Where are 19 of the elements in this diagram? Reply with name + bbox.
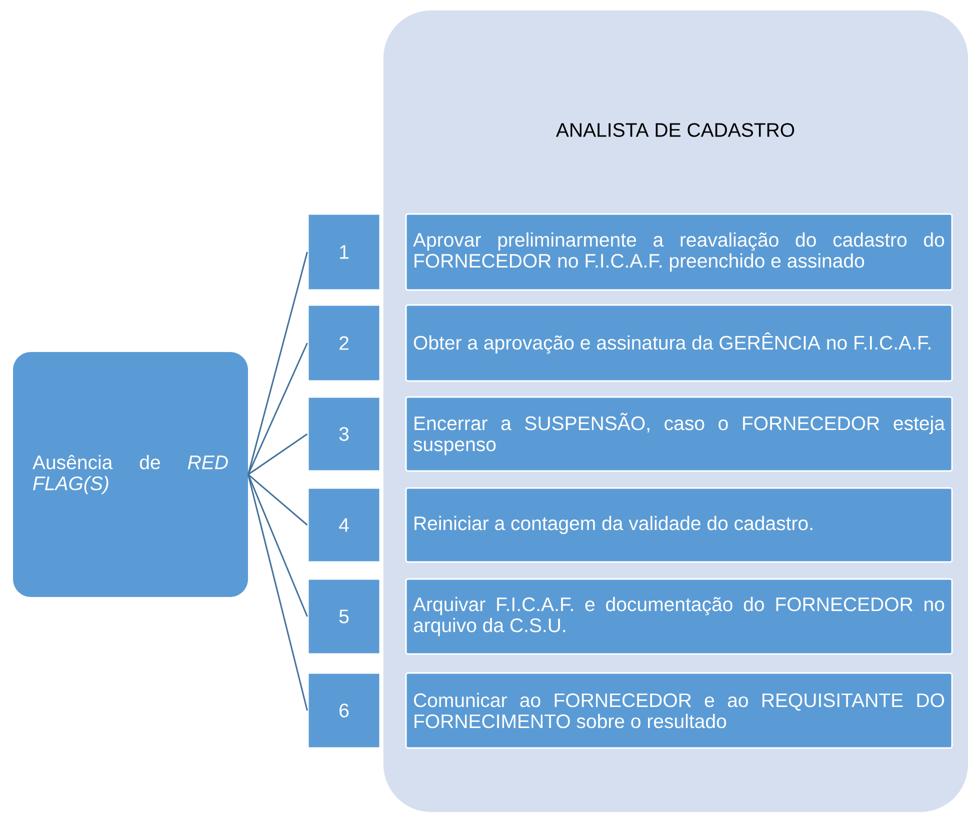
connector-line: [247, 252, 308, 475]
connector-line: [248, 474, 308, 526]
connector-line: [248, 433, 308, 476]
step-number-box: 3: [307, 396, 381, 472]
step-number-box: 2: [307, 304, 381, 382]
step-box: Encerrar a SUSPENSÃO, caso o FORNECEDOR esteja suspenso: [405, 396, 953, 472]
step-box: Reiniciar a contagem da validade do cadastro.: [405, 487, 953, 563]
step-number-box: 1: [307, 213, 381, 291]
step-box: Obter a aprovação e assinatura da GERÊNCIA no F.I.C.A.F.: [405, 304, 953, 382]
step-box: Aprovar preliminarmente a reavaliação do cadastro do FORNECEDOR no F.I.C.A.F. preenchido e assinado: [405, 213, 953, 291]
step-number-box: 5: [307, 578, 381, 655]
step-box: Comunicar ao FORNECEDOR e ao REQUISITANTE DO FORNECIMENTO sobre o resultado: [405, 672, 953, 749]
step-number-box: 4: [307, 487, 381, 563]
connector-line: [248, 474, 308, 617]
connector-line: [248, 342, 308, 475]
step-number-box: 6: [307, 672, 381, 749]
connector-line: [247, 474, 308, 711]
condition-box: Ausência de RED FLAG(S): [13, 352, 248, 597]
step-box: Arquivar F.I.C.A.F. e documentação do FORNECEDOR no arquivo da C.S.U.: [405, 578, 953, 655]
